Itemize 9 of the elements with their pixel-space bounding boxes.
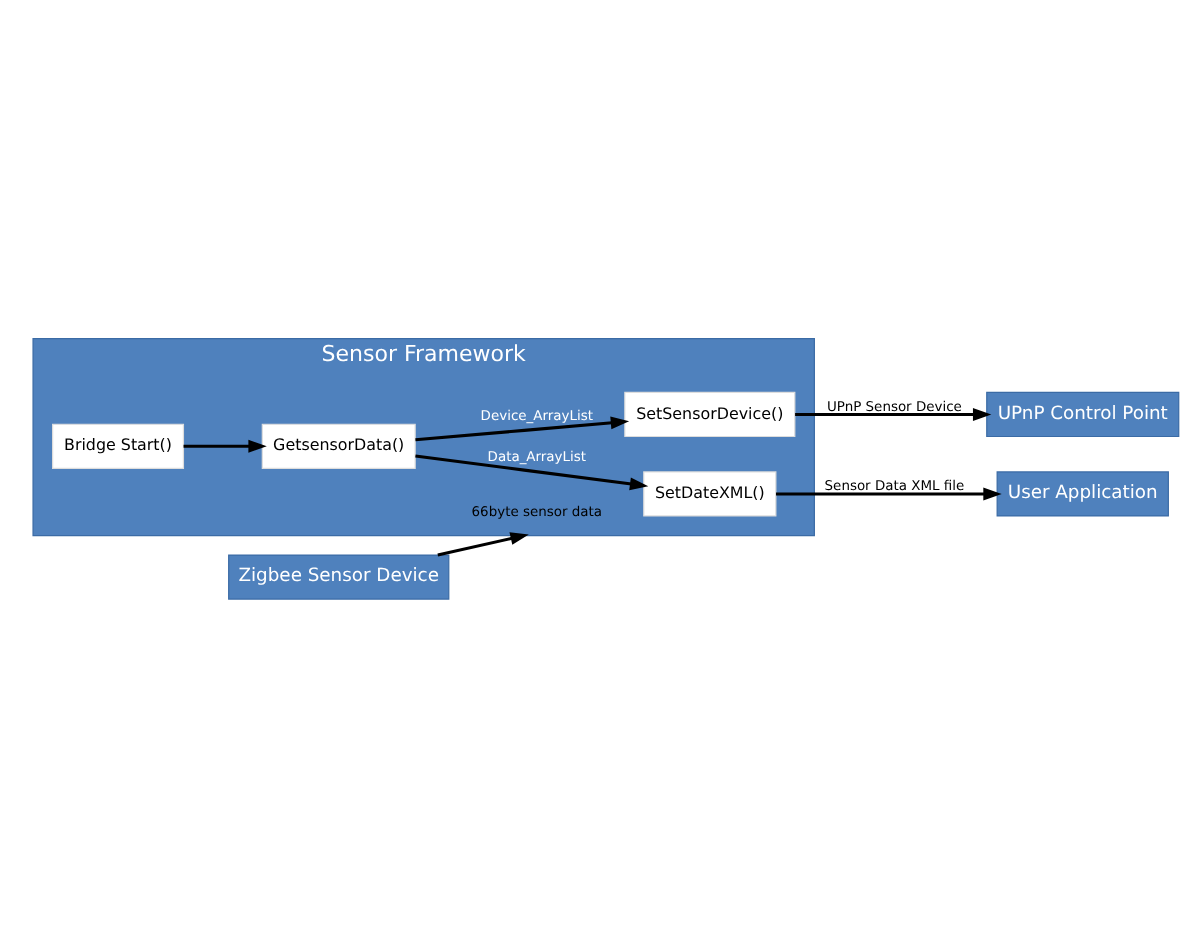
arrow xyxy=(415,454,649,491)
arrow xyxy=(776,487,1002,501)
arrow xyxy=(415,416,630,442)
arrow xyxy=(183,439,267,453)
arrow xyxy=(437,532,529,557)
node-box: UPnP Control Point xyxy=(986,391,1180,438)
arrow xyxy=(795,408,992,421)
node-box: User Application xyxy=(996,471,1169,517)
node-box: Zigbee Sensor Device xyxy=(228,554,450,600)
